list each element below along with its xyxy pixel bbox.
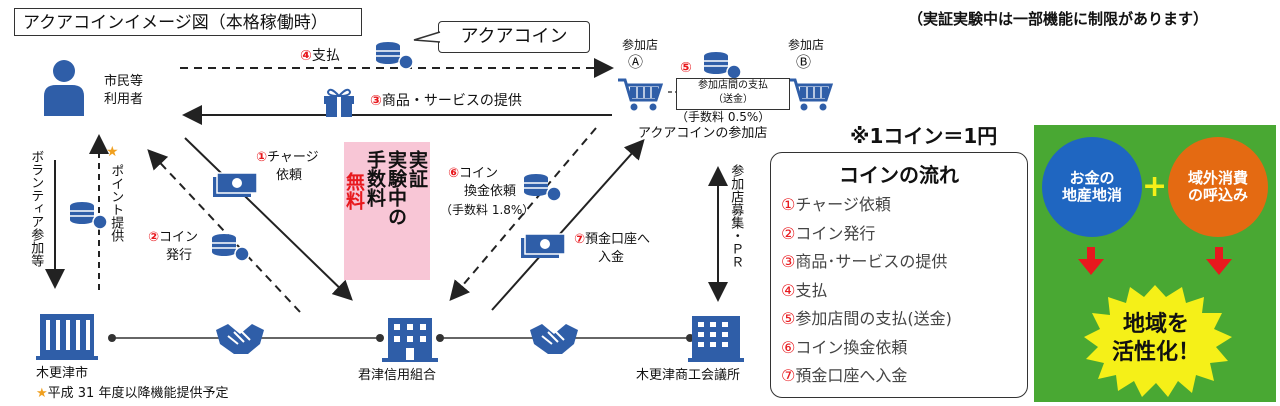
point-label: ポイント提供 xyxy=(108,164,124,242)
coin-rate-note: ※1コイン＝1円 xyxy=(850,124,998,148)
aqua-coin-bubble: アクアコイン xyxy=(438,21,590,53)
list-item: ②コイン発行 xyxy=(781,223,876,243)
local-consumption-circle: お金の地産地消 xyxy=(1042,137,1142,237)
flow-payment-label: ④支払 xyxy=(300,48,340,64)
bubble-tail xyxy=(413,31,441,43)
list-item: ⑤参加店間の支払(送金) xyxy=(781,309,952,328)
flow-deposit-label: ⑦預金口座へ xyxy=(574,232,651,247)
flow-goods-label: ③商品・サービスの提供 xyxy=(370,93,522,109)
banknote-icon xyxy=(521,233,566,258)
city-hall-icon xyxy=(36,314,98,360)
diagram-title: アクアコインイメージ図（本格稼働時） xyxy=(14,8,362,36)
list-item: ⑦預金口座へ入金 xyxy=(781,366,908,385)
coin-stack-icon xyxy=(376,42,414,70)
recruit-label: 参加店募集・ＰＲ xyxy=(728,164,744,268)
chamber-label: 木更津商工会議所 xyxy=(636,368,741,383)
handshake-icon xyxy=(530,324,578,354)
handshake-icon xyxy=(216,324,264,354)
citizen-label-1: 市民等 xyxy=(104,74,144,89)
shop-a-mark: Ⓐ xyxy=(628,53,644,71)
list-item: ⑥コイン換金依頼 xyxy=(781,337,908,357)
star-icon: ★ xyxy=(106,144,119,160)
coin-stack-icon xyxy=(524,174,562,202)
shop-a-label: 参加店 xyxy=(622,38,659,52)
shop-b-label: 参加店 xyxy=(788,38,825,52)
volunteer-label: ボランティア参加等 xyxy=(28,150,44,267)
revitalize-text: 地域を 活性化！ xyxy=(1111,312,1200,365)
flow-issue-label-2: 発行 xyxy=(166,248,193,263)
promo-panel: お金の地産地消 域外消費の呼込み + 地域を 活性化！ xyxy=(1034,125,1276,402)
credit-union-icon xyxy=(382,318,438,362)
flow-transfer-num: ⑤ xyxy=(680,60,692,76)
shop-b-mark: Ⓑ xyxy=(796,53,812,71)
legend-title: コインの流れ xyxy=(839,163,959,187)
coin-flow-legend: コインの流れ ①チャージ依頼 ②コイン発行 ③商品･サービスの提供 ④支払 ⑤参… xyxy=(770,152,1028,398)
banknote-icon xyxy=(213,172,258,197)
promo-graphics xyxy=(1078,247,1232,397)
city-label: 木更津市 xyxy=(36,366,89,381)
chamber-of-commerce-icon xyxy=(688,316,744,362)
flow-issue-label: ②コイン xyxy=(148,230,199,245)
list-item: ③商品･サービスの提供 xyxy=(781,252,948,271)
no-fee-banner: 実証 実験中の 手数料 無料 xyxy=(343,142,430,280)
shopping-cart-icon xyxy=(788,78,834,111)
experiment-notice: （実証実験中は一部機能に制限があります） xyxy=(908,10,1209,28)
future-feature-note: ★平成 31 年度以降機能提供予定 xyxy=(36,386,229,401)
flow-exchange-label-2: 換金依頼 xyxy=(464,184,517,199)
arrow-charge xyxy=(184,137,353,301)
plus-icon: + xyxy=(1142,169,1168,204)
bank-label: 君津信用組合 xyxy=(358,368,437,383)
list-item: ①チャージ依頼 xyxy=(781,195,891,214)
flow-charge-label: ①チャージ xyxy=(256,150,319,165)
coin-stack-icon xyxy=(70,202,108,230)
arrow-exchange xyxy=(449,127,597,302)
citizen-label-2: 利用者 xyxy=(104,92,144,107)
shopping-cart-icon xyxy=(618,78,664,111)
outside-spending-circle: 域外消費の呼込み xyxy=(1168,137,1268,237)
flow-charge-label-2: 依頼 xyxy=(276,168,303,183)
coin-stack-icon xyxy=(704,52,742,80)
coin-stack-icon xyxy=(212,234,250,262)
arrow-coin-issue xyxy=(147,149,301,313)
shop-transfer-box: 参加店間の支払 （送金） xyxy=(676,78,790,110)
arrow-deposit xyxy=(491,139,645,311)
list-item: ④支払 xyxy=(781,280,828,300)
citizen-icon xyxy=(44,60,84,116)
gift-icon xyxy=(324,88,354,117)
shops-caption: アクアコインの参加店 xyxy=(638,126,768,141)
burst-shape xyxy=(1084,285,1232,397)
flow-exchange-label: ⑥コイン xyxy=(448,166,499,181)
legend-list: ①チャージ依頼 ②コイン発行 ③商品･サービスの提供 ④支払 ⑤参加店間の支払(… xyxy=(781,191,952,391)
transfer-fee: （手数料 0.5%） xyxy=(676,110,771,124)
exchange-fee: （手数料 1.8%） xyxy=(440,203,535,217)
flow-deposit-label-2: 入金 xyxy=(598,250,625,265)
